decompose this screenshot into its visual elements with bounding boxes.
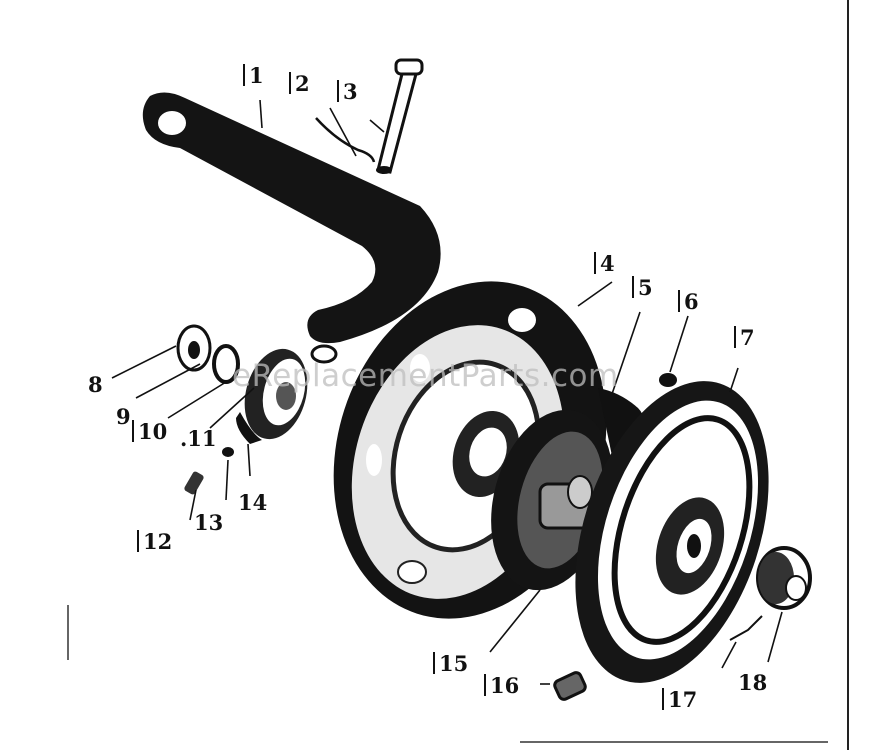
watermark: eReplacementParts.com [232,358,619,394]
callout-16: 16 [484,674,519,696]
callout-15: 15 [433,652,468,674]
callout-4: 4 [594,252,615,274]
callout-1: 1 [243,64,264,86]
part-8-ratchet [176,324,212,372]
leader-lines [111,99,783,685]
part-7-wheel [575,381,769,683]
callout-13: 13 [194,510,224,535]
callout-17: 17 [662,688,697,710]
part-2-pin [315,117,376,163]
callout-10: 10 [132,420,167,442]
part-18-hub-cap [756,546,812,610]
callout-3: 3 [337,80,358,102]
part-3-bolt [376,58,424,174]
callout-11: .11 [180,426,217,451]
callout-2: 2 [289,72,310,94]
callout-8: 8 [88,372,103,397]
callout-6: 6 [678,290,699,312]
callout-18: 18 [738,670,768,695]
part-17-cotter-pin [729,615,763,641]
part-6-nut [659,373,677,387]
callout-7: 7 [734,326,755,348]
callout-14: 14 [238,490,268,515]
callout-12: 12 [137,530,172,552]
part-14-clip [236,412,262,444]
callout-9: 9 [116,404,131,429]
part-small-washer [310,344,338,364]
part-12-screw [184,471,204,495]
callout-5: 5 [632,276,653,298]
part-1-lever-arm [142,92,441,344]
part-11-gear [244,348,308,440]
part-16-spring-bolt [553,671,587,701]
part-13-nut [222,447,234,457]
